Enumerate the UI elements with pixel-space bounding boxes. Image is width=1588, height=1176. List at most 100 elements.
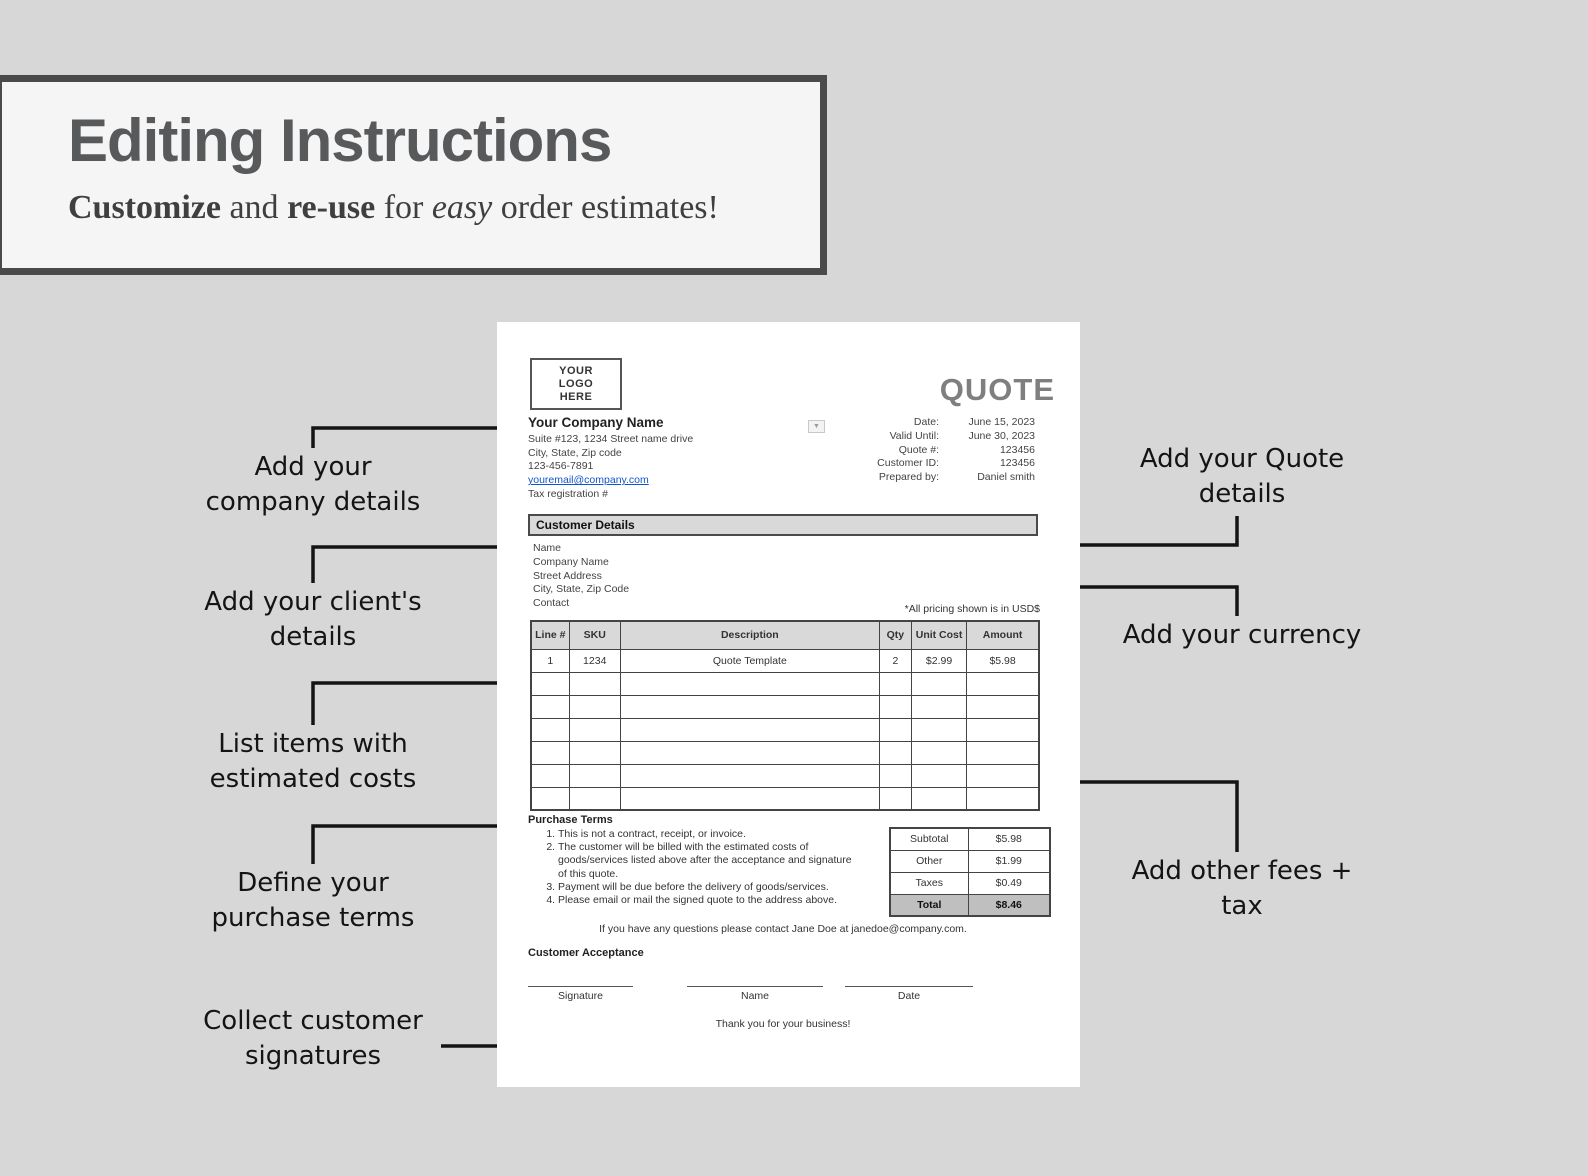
info-label: Customer ID: xyxy=(877,457,939,470)
info-value: June 15, 2023 xyxy=(968,416,1035,428)
annotation-line: details xyxy=(269,622,357,652)
contact-note: If you have any questions please contact… xyxy=(599,923,967,935)
purchase-term: The customer will be billed with the est… xyxy=(558,841,858,881)
purchase-term: Payment will be due before the delivery … xyxy=(558,881,858,894)
table-row: 1 1234 Quote Template 2 $2.99 $5.98 xyxy=(530,648,1040,673)
arrow-company-details xyxy=(311,428,518,448)
table-row-empty xyxy=(530,763,1040,788)
annotation-line: List items with xyxy=(218,729,408,759)
subtitle-tail: order estimates! xyxy=(492,189,719,226)
info-value: 123456 xyxy=(999,443,1035,456)
client-line: Name xyxy=(533,542,562,554)
totals-label: Subtotal xyxy=(889,827,969,851)
column-header: SKU xyxy=(568,620,621,650)
signature-field[interactable]: Signature xyxy=(528,986,633,1002)
annotation-line: tax xyxy=(1221,891,1263,921)
quote-title: QUOTE xyxy=(939,372,1055,407)
annotation-line: Add your currency xyxy=(1122,620,1362,650)
annotation-line: signatures xyxy=(244,1041,382,1071)
annotation-line: purchase terms xyxy=(211,903,415,933)
info-label: Quote #: xyxy=(898,443,939,456)
cell-description: Quote Template xyxy=(619,648,880,673)
table-row-empty xyxy=(530,694,1040,719)
annotation-signatures: Collect customer signatures xyxy=(163,1004,463,1074)
company-tax-registration: Tax registration # xyxy=(528,487,608,500)
totals-value: $5.98 xyxy=(967,827,1051,851)
column-header: Qty xyxy=(878,620,912,650)
info-label: Prepared by: xyxy=(878,471,939,484)
totals-value: $0.49 xyxy=(967,871,1051,895)
annotation-quote-details: Add your Quote details xyxy=(1087,442,1397,512)
company-name: Your Company Name xyxy=(528,415,664,430)
client-line: Contact xyxy=(533,597,570,610)
purchase-term: Please email or mail the signed quote to… xyxy=(558,894,858,907)
column-header: Unit Cost xyxy=(910,620,968,650)
arrow-purchase-terms xyxy=(311,826,518,864)
date-field[interactable]: Date xyxy=(845,986,973,1002)
cell-qty: 2 xyxy=(878,648,912,673)
purchase-term: This is not a contract, receipt, or invo… xyxy=(558,828,858,841)
totals-row: Subtotal $5.98 xyxy=(889,827,1051,851)
cell-line-no: 1 xyxy=(530,648,570,673)
logo-text: HERE xyxy=(559,390,593,403)
company-block: Your Company Name Suite #123, 1234 Stree… xyxy=(528,416,693,502)
totals-row: Taxes $0.49 xyxy=(889,871,1051,895)
annotation-line: details xyxy=(1198,479,1286,509)
annotation-line: Add your Quote xyxy=(1139,444,1345,474)
subtitle-easy: easy xyxy=(431,189,493,226)
client-line: Company Name xyxy=(533,555,609,568)
column-header: Description xyxy=(619,620,880,650)
customer-details-header: Customer Details xyxy=(528,514,1038,536)
dropdown-icon[interactable]: ▼ xyxy=(808,420,825,433)
totals-label: Total xyxy=(889,893,969,917)
logo-text: LOGO xyxy=(558,377,594,390)
company-phone: 123-456-7891 xyxy=(528,460,594,473)
cell-unit-cost: $2.99 xyxy=(910,648,968,673)
subtitle-for: for xyxy=(375,189,432,226)
client-line: City, State, Zip Code xyxy=(533,583,630,596)
annotation-currency: Add your currency xyxy=(1087,618,1397,653)
customer-acceptance-heading: Customer Acceptance xyxy=(528,947,644,959)
annotation-client-details: Add your client's details xyxy=(163,585,463,655)
subtitle-reuse: re-use xyxy=(287,189,376,226)
annotation-fees-tax: Add other fees + tax xyxy=(1087,854,1397,924)
annotation-line: company details xyxy=(205,487,421,517)
column-header: Amount xyxy=(966,620,1040,650)
company-email-link[interactable]: youremail@company.com xyxy=(528,474,649,487)
purchase-terms-block: Purchase Terms This is not a contract, r… xyxy=(528,814,888,907)
info-value: Daniel smith xyxy=(977,471,1035,484)
arrow-list-items xyxy=(311,683,518,725)
totals-row-total: Total $8.46 xyxy=(889,893,1051,917)
arrow-client-details xyxy=(311,547,518,583)
subtitle-and: and xyxy=(220,189,288,226)
table-row-empty xyxy=(530,786,1040,811)
annotation-line: Add your client's xyxy=(204,587,422,617)
totals-label: Other xyxy=(889,849,969,873)
totals-label: Taxes xyxy=(889,871,969,895)
quote-document: YOUR LOGO HERE QUOTE Your Company Name S… xyxy=(497,322,1080,1087)
cell-amount: $5.98 xyxy=(966,648,1040,673)
logo-text: YOUR xyxy=(559,364,593,377)
company-address-2: City, State, Zip code xyxy=(528,446,622,459)
table-row-empty xyxy=(530,671,1040,696)
totals-row: Other $1.99 xyxy=(889,849,1051,873)
page-subtitle: Customize and re-use for easy order esti… xyxy=(68,189,820,227)
annotation-line: Add your xyxy=(254,452,372,482)
info-value: 123456 xyxy=(999,457,1035,470)
cell-sku: 1234 xyxy=(568,648,621,673)
purchase-terms-list: This is not a contract, receipt, or invo… xyxy=(528,828,858,907)
totals-table: Subtotal $5.98 Other $1.99 Taxes $0.49 T… xyxy=(889,827,1051,917)
annotation-purchase-terms: Define your purchase terms xyxy=(163,866,463,936)
pricing-note: *All pricing shown is in USD$ xyxy=(904,603,1040,615)
info-label: Valid Until: xyxy=(889,429,939,442)
client-line: Street Address xyxy=(533,569,602,582)
annotation-company-details: Add your company details xyxy=(163,450,463,520)
annotation-line: Collect customer xyxy=(203,1006,423,1036)
annotation-line: Define your xyxy=(237,868,389,898)
page-title: Editing Instructions xyxy=(68,107,612,174)
table-row-empty xyxy=(530,717,1040,742)
purchase-terms-heading: Purchase Terms xyxy=(528,814,613,826)
name-field[interactable]: Name xyxy=(687,986,823,1002)
quote-info-block: Date: June 15, 2023 Valid Until: June 30… xyxy=(877,416,1035,485)
info-label: Date: xyxy=(913,416,939,428)
